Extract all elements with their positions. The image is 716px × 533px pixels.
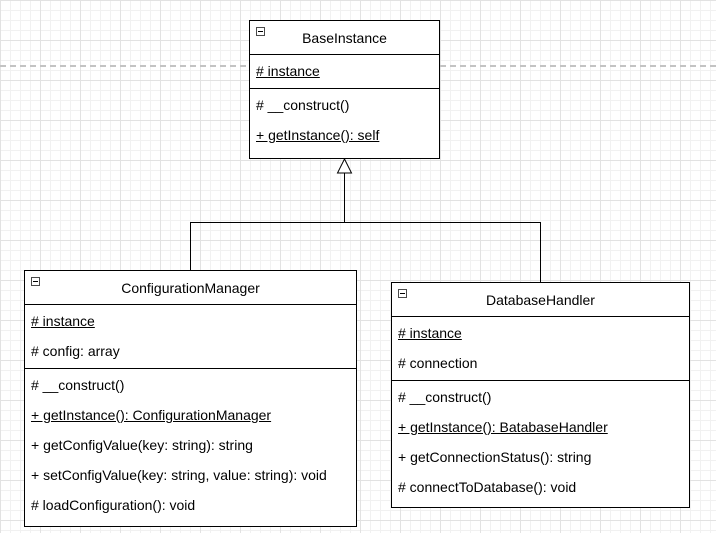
method-get-config-value[interactable]: + getConfigValue(key: string): string (31, 437, 253, 453)
class-name: BaseInstance (302, 30, 387, 46)
method-connect-to-database[interactable]: # connectToDatabase(): void (398, 479, 577, 495)
methods-compartment[interactable]: # __construct() + getInstance(): Batabas… (392, 381, 689, 504)
class-header[interactable]: BaseInstance (250, 21, 439, 55)
method-get-instance[interactable]: + getInstance(): BatabaseHandler (398, 419, 608, 435)
attribute-connection[interactable]: # connection (398, 355, 478, 371)
attribute-instance[interactable]: # instance (256, 63, 320, 79)
class-base-instance[interactable]: BaseInstance # instance # __construct() … (249, 20, 440, 159)
collapse-icon[interactable] (398, 289, 407, 298)
attribute-instance[interactable]: # instance (398, 325, 462, 341)
method-load-configuration[interactable]: # loadConfiguration(): void (31, 497, 196, 513)
class-database-handler[interactable]: DatabaseHandler # instance # connection … (391, 282, 690, 508)
class-configuration-manager[interactable]: ConfigurationManager # instance # config… (24, 270, 357, 527)
method-construct[interactable]: # __construct() (31, 377, 125, 393)
attribute-instance[interactable]: # instance (31, 313, 95, 329)
class-name: ConfigurationManager (121, 280, 260, 296)
generalization-line-config (190, 173, 345, 270)
method-construct[interactable]: # __construct() (398, 389, 492, 405)
method-get-instance[interactable]: + getInstance(): self (256, 127, 380, 143)
methods-compartment[interactable]: # __construct() + getInstance(): Configu… (25, 369, 356, 522)
class-header[interactable]: DatabaseHandler (392, 283, 689, 317)
inheritance-arrowhead (336, 157, 353, 174)
attributes-compartment[interactable]: # instance # config: array (25, 305, 356, 369)
attribute-config[interactable]: # config: array (31, 343, 120, 359)
class-header[interactable]: ConfigurationManager (25, 271, 356, 305)
attributes-compartment[interactable]: # instance # connection (392, 317, 689, 381)
class-name: DatabaseHandler (486, 292, 595, 308)
collapse-icon[interactable] (31, 277, 40, 286)
collapse-icon[interactable] (256, 27, 265, 36)
method-set-config-value[interactable]: + setConfigValue(key: string, value: str… (31, 467, 327, 483)
attributes-compartment[interactable]: # instance (250, 55, 439, 89)
method-construct[interactable]: # __construct() (256, 97, 350, 113)
method-get-instance[interactable]: + getInstance(): ConfigurationManager (31, 407, 272, 423)
methods-compartment[interactable]: # __construct() + getInstance(): self (250, 89, 439, 152)
method-get-connection-status[interactable]: + getConnectionStatus(): string (398, 449, 592, 465)
generalization-line-db (344, 222, 541, 282)
